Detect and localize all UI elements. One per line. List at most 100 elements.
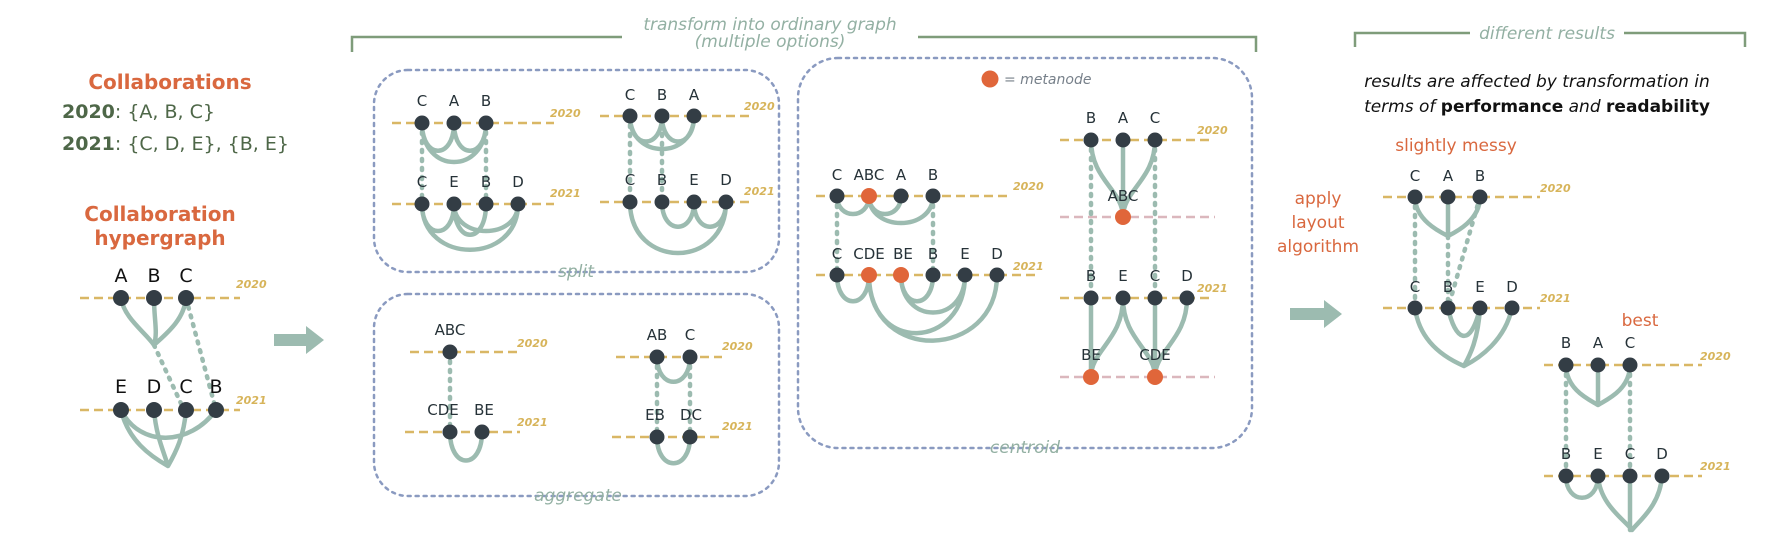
node [1622,468,1638,484]
year-label-2021: 2021 [722,420,753,433]
node-label: A [1443,167,1454,185]
node-label: B [1086,109,1096,127]
edges [627,199,729,256]
metanode-legend-label: = metanode [1004,72,1091,88]
hypergraph-title-line2: hypergraph [94,226,225,250]
collab-row-2020: 2020: {A, B, C} [62,101,215,123]
arrow-right-icon [274,326,324,354]
node-label: CDE [853,245,885,263]
node-label: E [1593,445,1602,463]
node-label: C [1410,278,1420,296]
transform-subtitle: (multiple options) [695,32,846,52]
node-label: A [1593,334,1604,352]
node-label: C [685,326,695,344]
metanode [861,188,877,204]
node-label: B [209,376,222,398]
year-label-2021: 2021 [744,185,775,198]
metanode [893,267,909,283]
node-label: C [179,376,192,398]
results-note-text: and [1563,97,1606,117]
year-label-2020: 2020 [550,107,581,120]
result-graph-best: 2020 2021 B A C B E C D [1544,334,1731,533]
node [1115,132,1131,148]
node [1622,357,1638,373]
node-label: D [1656,445,1668,463]
node [1558,357,1574,373]
edges [1412,305,1515,369]
collab-sets-2020: : {A, B, C} [115,101,215,123]
collab-year-2020: 2020 [62,101,115,123]
year-label-2020: 2020 [722,340,753,353]
node-label: A [1118,109,1129,127]
identity-links [1445,194,1483,311]
node-label: E [689,171,698,189]
results-title: different results [1479,24,1615,44]
edges [834,193,936,226]
results-note-text: terms of [1364,97,1441,117]
split-graph-2: 2020 2021 C B A C B E D [600,86,775,256]
node [414,115,430,131]
identity-c [183,295,219,413]
node-label: BE [893,245,913,263]
node-label: D [512,173,524,191]
node-label: C [1625,445,1635,463]
node-label: C [625,86,635,104]
node-label: E [115,376,127,398]
best-label: best [1622,311,1659,331]
node-label: C [417,173,427,191]
transform-header: transform into ordinary graph (multiple … [350,15,1258,52]
result-graph-messy: 2020 2021 C A B C B E D [1383,167,1571,369]
year-label-2020: 2020 [1013,180,1044,193]
node [1115,290,1131,306]
year-label-2021: 2021 [1700,460,1731,473]
identity-links [627,113,665,205]
hypergraph: 2020 2021 A B C E D C B [80,265,267,469]
node [1590,468,1606,484]
metanode-legend-icon [981,70,999,88]
aggregate-label: aggregate [534,486,622,506]
slightly-messy-label: slightly messy [1395,136,1517,156]
node [686,108,702,124]
year-label-2020: 2020 [744,100,775,113]
identity-links [834,193,936,278]
edges [1563,473,1665,533]
results-note-readability: readability [1606,97,1710,117]
aggregate-graph-2: 2020 2021 AB C EB DC [612,326,753,466]
apply-label-line3: algorithm [1277,237,1359,257]
year-label-2020: 2020 [1700,350,1731,363]
results-note-performance: performance [1441,97,1563,117]
apply-layout: apply layout algorithm [1277,189,1359,328]
node-label: B [1086,267,1096,285]
centroid-graph-2: 2020 2021 B A C ABC B E C D BE CDE [1060,109,1228,385]
split-box [372,68,781,274]
node-label: A [896,166,907,184]
collaborations-panel: Collaborations 2020: {A, B, C} 2021: {C,… [62,70,289,250]
node [1440,300,1456,316]
node-label: AB [647,326,668,344]
node [478,196,494,212]
node-label: C [1150,267,1160,285]
node [686,194,702,210]
node-label: CDE [1139,346,1171,364]
edges [1088,137,1158,220]
node [893,188,909,204]
node-label: CDE [427,401,459,419]
node-label: B [928,245,938,263]
node-label: D [991,245,1003,263]
edges [654,434,693,466]
aggregate-graph-1: 2020 2021 ABC CDE BE [405,321,548,463]
node [1147,132,1163,148]
apply-label-line2: layout [1291,213,1344,233]
edges [419,201,521,252]
split-graph-1: 2020 2021 C A B C E B D [392,92,581,252]
collab-sets-2021: : {C, D, E}, {B, E} [115,133,289,155]
hyperedge-be [118,407,219,440]
centroid-label: centroid [990,438,1060,458]
node [510,196,526,212]
metanode [861,267,877,283]
hypergraph-title-line1: Collaboration [84,202,235,226]
node [649,429,665,445]
aggregate-box [372,292,781,498]
node [1654,468,1670,484]
node-label: E [1118,267,1127,285]
